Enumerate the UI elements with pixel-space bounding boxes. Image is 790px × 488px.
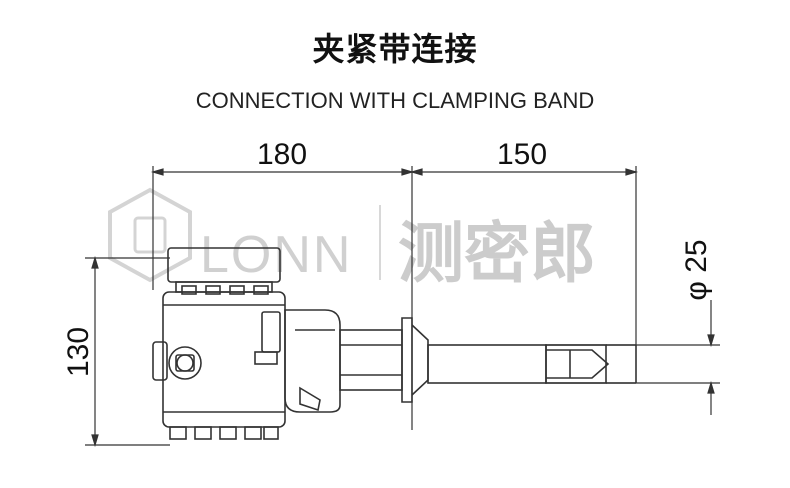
probe-shaft	[427, 344, 637, 384]
device-housing	[162, 247, 286, 440]
dimension-180-label: 180	[257, 138, 307, 171]
watermark-latin: LONN	[200, 226, 352, 284]
left-dimension	[85, 255, 170, 448]
dimension-150-label: 150	[497, 138, 547, 171]
dimension-diameter-label: φ 25	[680, 239, 713, 300]
watermark-chinese: 测密郎	[398, 215, 596, 292]
page-subtitle: CONNECTION WITH CLAMPING BAND	[195, 88, 595, 113]
page-title: 夹紧带连接	[312, 30, 478, 68]
watermark: LONN 测密郎	[108, 187, 596, 292]
cable-gland	[152, 341, 202, 381]
right-dimension	[545, 300, 720, 415]
dimension-130-label: 130	[62, 327, 95, 377]
watermark-hexagon-icon	[108, 187, 192, 283]
clamp-flange	[339, 317, 429, 403]
adapter-neck	[254, 309, 341, 413]
